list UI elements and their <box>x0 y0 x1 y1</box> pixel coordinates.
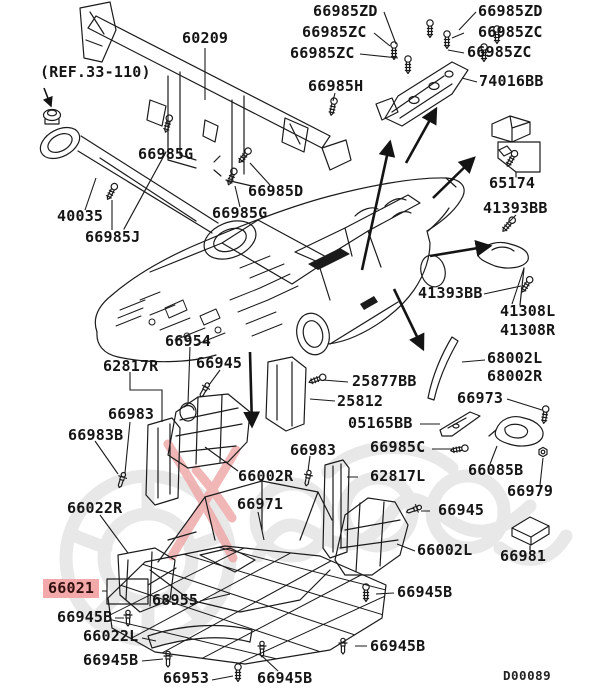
part-label-68955[interactable]: 68955 <box>152 591 199 609</box>
part-label-66945b[interactable]: 66945B <box>397 583 453 601</box>
part-label-65174[interactable]: 65174 <box>489 174 536 192</box>
baffle-plate-art <box>375 61 469 127</box>
part-label-62817r[interactable]: 62817R <box>103 357 159 375</box>
part-label-66985zc-3[interactable]: 66985ZC <box>478 23 543 41</box>
part-label-05165bb[interactable]: 05165BB <box>348 414 413 432</box>
ref-grommet-art <box>42 108 62 125</box>
hood-bracket-art <box>477 215 535 306</box>
part-label-66945b-2[interactable]: 66945B <box>57 608 113 626</box>
part-label-66002r[interactable]: 66002R <box>238 467 294 485</box>
part-label-66985g-2[interactable]: 66985G <box>212 204 268 222</box>
part-label-66971[interactable]: 66971 <box>237 495 284 513</box>
part-label-66953[interactable]: 66953 <box>163 669 210 687</box>
part-label-66973[interactable]: 66973 <box>457 389 504 407</box>
part-label-66985zd-2[interactable]: 66985ZD <box>478 2 543 20</box>
center-brackets-art <box>114 356 470 559</box>
part-label-66985j[interactable]: 66985J <box>85 228 141 246</box>
part-label-41308r[interactable]: 41308R <box>500 321 556 339</box>
part-label-66979[interactable]: 66979 <box>507 482 554 500</box>
part-label-66021[interactable]: 66021 <box>43 579 100 598</box>
part-label-66085b[interactable]: 66085B <box>468 461 524 479</box>
strut-bar-art <box>39 126 257 260</box>
part-label-66022l[interactable]: 66022L <box>83 627 139 645</box>
part-label-25877bb[interactable]: 25877BB <box>352 372 417 390</box>
part-label-66981[interactable]: 66981 <box>500 547 547 565</box>
part-label-66002l[interactable]: 66002L <box>417 541 473 559</box>
reference-note: (REF.33-110) <box>40 63 151 81</box>
part-label-66985zd[interactable]: 66985ZD <box>313 2 378 20</box>
diagram-code: D00089 <box>503 668 552 683</box>
under-cover-art <box>106 545 387 683</box>
part-label-66983[interactable]: 66983 <box>108 405 155 423</box>
leader-lines <box>84 11 544 681</box>
pointer-arrows <box>42 87 493 429</box>
plates-gasket-art <box>439 404 550 458</box>
part-label-60209[interactable]: 60209 <box>182 29 229 47</box>
bolt-cluster-art <box>104 19 501 202</box>
relay-bracket-art <box>491 115 541 178</box>
car-illustration <box>94 177 465 363</box>
part-label-66954[interactable]: 66954 <box>165 332 212 350</box>
part-label-25812[interactable]: 25812 <box>337 392 384 410</box>
part-label-66985g[interactable]: 66985G <box>138 145 194 163</box>
part-label-66945-2[interactable]: 66945 <box>438 501 485 519</box>
part-label-66945b-4[interactable]: 66945B <box>83 651 139 669</box>
part-label-66022r[interactable]: 66022R <box>67 499 123 517</box>
engine-bay-detail <box>115 255 299 346</box>
part-label-66985zc[interactable]: 66985ZC <box>302 23 367 41</box>
part-label-66985d[interactable]: 66985D <box>248 182 304 200</box>
part-label-66985c[interactable]: 66985C <box>370 438 426 456</box>
part-label-41393bb-2[interactable]: 41393BB <box>418 284 483 302</box>
part-label-68002r[interactable]: 68002R <box>487 367 543 385</box>
part-label-40035[interactable]: 40035 <box>57 207 104 225</box>
part-label-66985zc-4[interactable]: 66985ZC <box>467 43 532 61</box>
part-label-66945b-5[interactable]: 66945B <box>257 669 313 687</box>
part-label-68002l[interactable]: 68002L <box>487 349 543 367</box>
part-label-74016bb[interactable]: 74016BB <box>479 72 544 90</box>
fender-shield-art <box>427 336 459 401</box>
part-label-66985zc-2[interactable]: 66985ZC <box>290 44 355 62</box>
part-label-66945b-3[interactable]: 66945B <box>370 637 426 655</box>
part-label-66983-2[interactable]: 66983 <box>290 441 337 459</box>
box-part-art <box>511 516 550 551</box>
part-label-66945[interactable]: 66945 <box>196 354 243 372</box>
part-label-41393bb[interactable]: 41393BB <box>483 199 548 217</box>
part-label-41308l[interactable]: 41308L <box>500 302 556 320</box>
watermark-art <box>59 439 573 647</box>
part-label-62817l[interactable]: 62817L <box>370 467 426 485</box>
part-label-66983b[interactable]: 66983B <box>68 426 124 444</box>
part-label-66985h[interactable]: 66985H <box>308 77 364 95</box>
